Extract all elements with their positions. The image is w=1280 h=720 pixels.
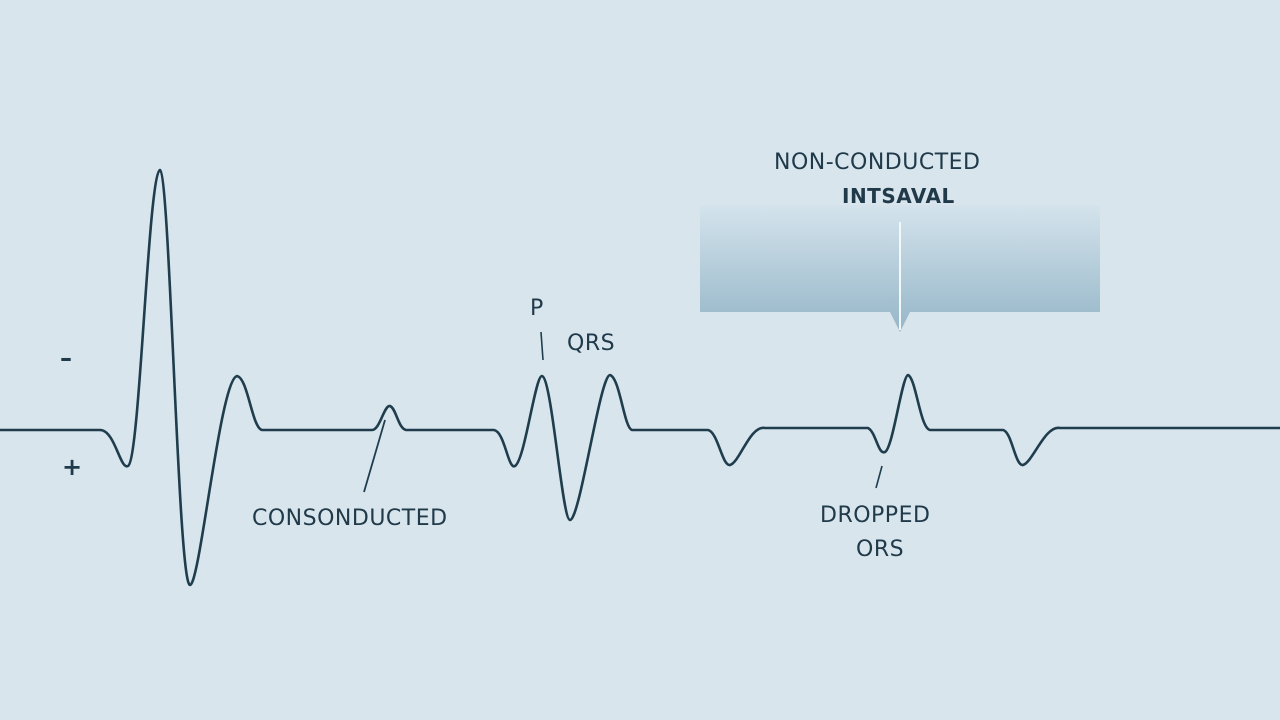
p-wave-label: P (530, 296, 544, 321)
conducted-label: CONSONDUCTED (252, 506, 448, 531)
interval-label: INTSAVAL (842, 184, 955, 208)
minus-label: – (60, 344, 73, 372)
dropped-label: DROPPED (820, 503, 931, 528)
plus-label: + (62, 453, 83, 481)
pointer-dropped (875, 465, 883, 489)
pointer-conducted (363, 419, 386, 493)
dropped-qrs-label: ORS (856, 537, 905, 562)
pointer-p (540, 331, 544, 361)
non-conducted-label: NON-CONDUCTED (774, 150, 981, 175)
ecg-trace (0, 168, 1280, 587)
qrs-label: QRS (567, 331, 616, 356)
